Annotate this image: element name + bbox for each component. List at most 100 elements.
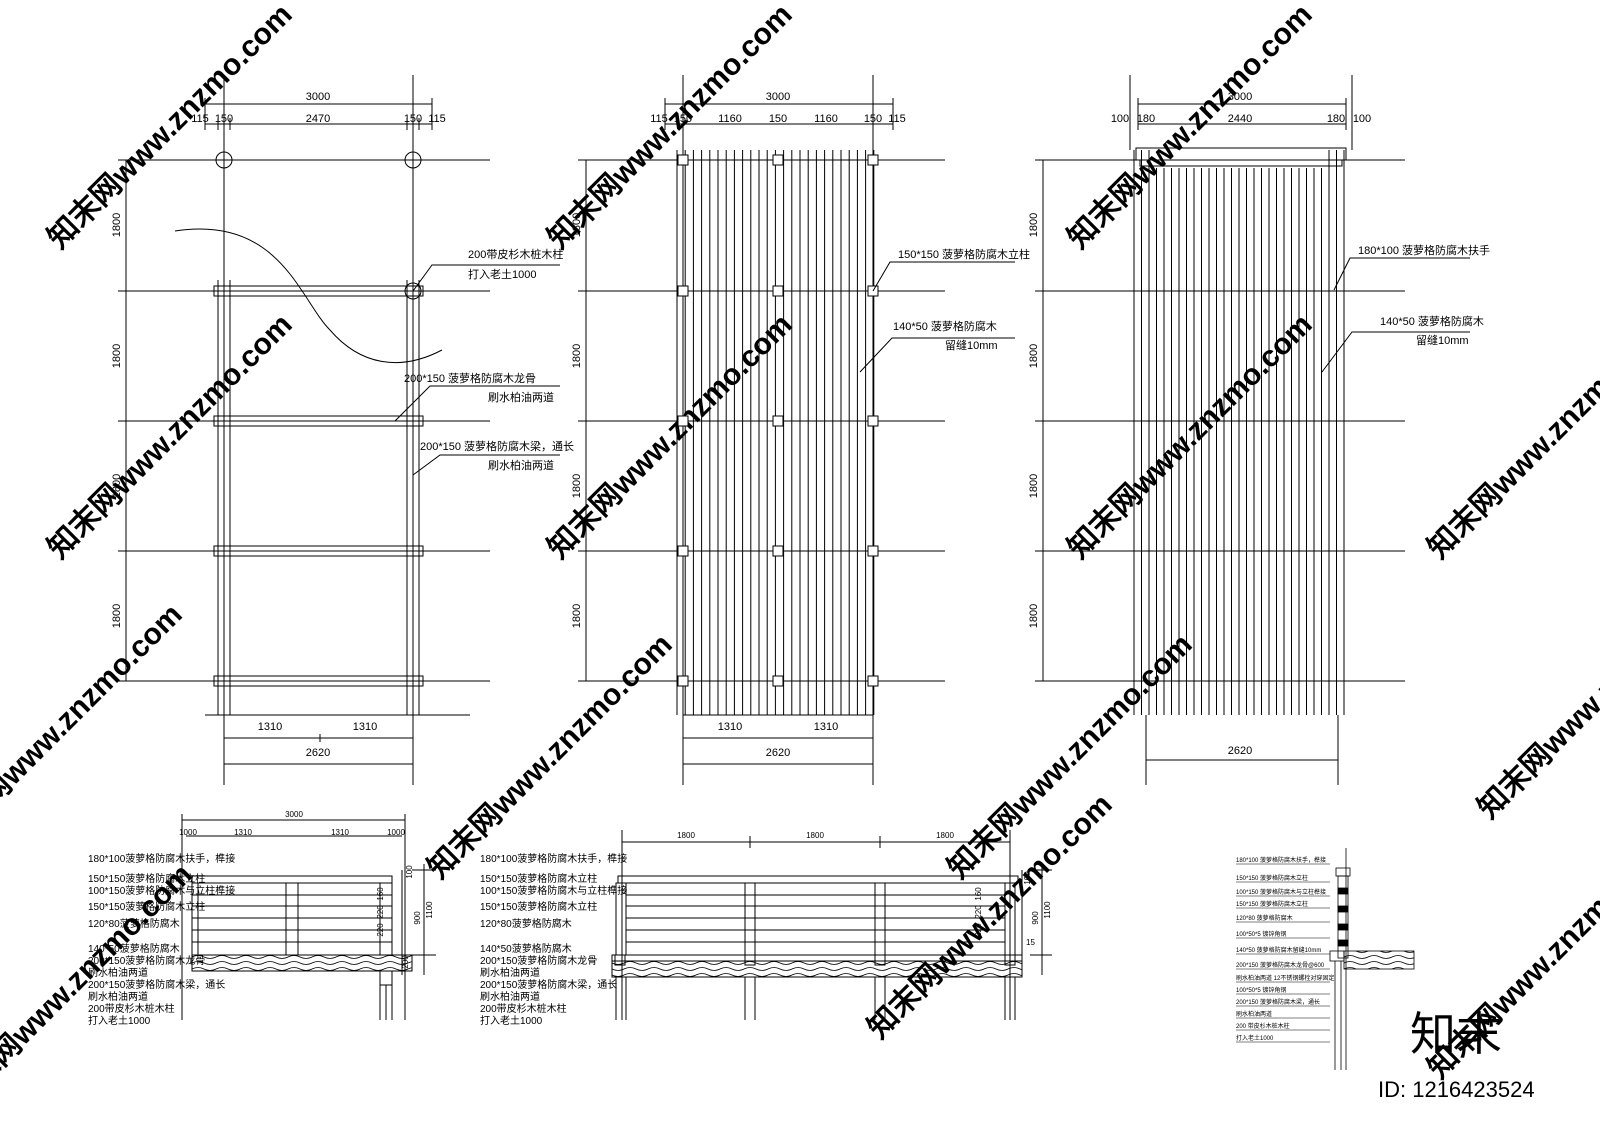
plan-a-dim-side: 1800	[111, 474, 123, 498]
watermark-text: 知末网www.znzmo.com	[42, 0, 299, 255]
watermark-text: 知末网www.znzmo.com	[1062, 308, 1319, 565]
elev-b-dim: 15	[1026, 938, 1035, 947]
plan-a-dim-side: 1800	[111, 213, 123, 237]
section-label: 打入老土1000	[1236, 1034, 1274, 1042]
plan-a-note: 刷水柏油两道	[488, 390, 554, 404]
elev-b-label: 150*150菠萝格防腐木立柱	[480, 872, 597, 885]
plan-c-dim-side: 1800	[1028, 474, 1040, 498]
plan-a-note: 200*150 菠萝格防腐木梁，通长	[420, 439, 574, 453]
plan-a-note: 刷水柏油两道	[488, 458, 554, 472]
plan-c-dim: 100	[1111, 113, 1129, 125]
plan-a-dim: 150	[215, 113, 233, 125]
plan-b-dim: 150	[674, 113, 692, 125]
watermark-text: 知末网www.znzmo.com	[1062, 0, 1319, 255]
plan-b-note: 留缝10mm	[945, 338, 998, 352]
elev-a-label: 100*150菠萝格防腐木与立柱榫接	[88, 884, 235, 897]
elevation-b-labels: 1800 1800 1800 100 1100 900 15 160 220 2…	[480, 831, 1052, 1027]
elev-b-dim: 1100	[1043, 901, 1052, 919]
elev-a-label: 120*80菠萝格防腐木	[88, 917, 180, 930]
plan-b-dim-side: 1800	[571, 604, 583, 628]
elev-b-label: 120*80菠萝格防腐木	[480, 917, 572, 930]
section-detail-structure	[1329, 848, 1415, 1070]
plan-b-dim-bottom: 1310	[718, 721, 742, 733]
plan-b-post	[677, 415, 689, 427]
elev-b-dim: 220	[974, 905, 983, 919]
plan-a-dim: 115	[191, 113, 209, 125]
brand-mark: 知末	[1410, 1008, 1502, 1060]
plan-b-note: 140*50 菠萝格防腐木	[893, 319, 997, 333]
elevation-a-labels: 3000 1000 1310 1310 1000 100 1100 900 20…	[88, 810, 434, 1027]
plan-a-dim-side: 1800	[111, 344, 123, 368]
elev-a-dim: 200	[401, 955, 410, 969]
plan-b-post	[677, 545, 689, 557]
plan-a-labels: 3000 115 150 2470 150 115 1800 1800 1800…	[111, 91, 574, 759]
plan-b-post	[772, 285, 784, 297]
plan-b-dim: 115	[650, 113, 668, 125]
plan-c-note: 140*50 菠萝格防腐木	[1380, 314, 1484, 328]
elev-a-label: 刷水柏油两道	[88, 966, 148, 979]
plan-b-labels: 3000 115 150 1160 150 1160 150 115 1800 …	[571, 91, 1030, 759]
section-label: 100*50*5 镀锌角钢	[1236, 930, 1286, 938]
elev-b-label: 100*150菠萝格防腐木与立柱榫接	[480, 884, 627, 897]
plan-b-dim-side: 1800	[571, 474, 583, 498]
plan-b-post	[772, 154, 784, 166]
elevation-a-structure	[181, 814, 436, 1020]
plan-b-structure	[578, 75, 1015, 785]
elev-b-label: 200带皮杉木桩木柱	[480, 1002, 567, 1015]
section-label: 150*150 菠萝格防腐木立柱	[1236, 874, 1308, 882]
section-label: 刷水柏油两道	[1236, 1010, 1272, 1018]
plan-c-note: 留缝10mm	[1416, 333, 1469, 347]
plan-c-labels: 3000 100 180 2440 180 100 1800 1800 1800…	[1028, 91, 1490, 757]
plan-c-dim: 2440	[1228, 113, 1252, 125]
elev-b-dim: 220	[974, 923, 983, 937]
watermark-text: 知末网www.znzmo.com	[1472, 568, 1600, 825]
elev-b-label: 200*150菠萝格防腐木龙骨	[480, 954, 597, 967]
elev-b-label: 140*50菠萝格防腐木	[480, 942, 572, 955]
elev-b-label: 180*100菠萝格防腐木扶手，榫接	[480, 852, 627, 865]
elev-a-dim: 220	[376, 923, 385, 937]
plan-b-dim-side: 1800	[571, 213, 583, 237]
plan-c-dim-total: 3000	[1228, 91, 1252, 103]
plan-b-dim: 1160	[814, 113, 838, 125]
plan-a-dim: 2470	[306, 113, 330, 125]
plan-a-note: 200带皮杉木桩木柱	[468, 247, 563, 261]
plan-b-note: 150*150 菠萝格防腐木立柱	[898, 247, 1030, 261]
elev-a-label: 140*50菠萝格防腐木	[88, 942, 180, 955]
plan-a-note: 打入老土1000	[468, 267, 536, 281]
elev-a-label: 打入老土1000	[88, 1014, 151, 1027]
elev-a-dim: 3000	[285, 810, 303, 819]
plan-a-dim: 150	[404, 113, 422, 125]
elev-a-label: 150*150菠萝格防腐木立柱	[88, 900, 205, 913]
section-label: 120*80 菠萝格防腐木	[1236, 914, 1293, 922]
plan-b-dim-total: 3000	[766, 91, 790, 103]
plan-b-post	[677, 675, 689, 687]
plan-b-dim: 1160	[718, 113, 742, 125]
plan-b-dim-bottom: 1310	[814, 721, 838, 733]
plan-a-dim-total: 3000	[306, 91, 330, 103]
plan-b-dim: 150	[769, 113, 787, 125]
plan-b-dim: 150	[864, 113, 882, 125]
elev-b-dim: 100	[1023, 871, 1032, 885]
plan-a-dim-side: 1800	[111, 604, 123, 628]
section-label: 200*150 菠萝格防腐木梁，通长	[1236, 998, 1320, 1006]
elev-b-label: 刷水柏油两道	[480, 990, 540, 1003]
elev-a-label: 200带皮杉木桩木柱	[88, 1002, 175, 1015]
plan-a-dim: 115	[428, 113, 446, 125]
plan-b-dim-bottom: 2620	[766, 747, 790, 759]
elev-a-dim: 900	[413, 911, 422, 925]
elev-a-dim: 220	[376, 905, 385, 919]
elev-b-dim: 1800	[806, 831, 824, 840]
plan-b-post	[677, 154, 689, 166]
watermark-text: 知末网www.znzmo.com	[0, 598, 189, 855]
section-label: 180*100 菠萝格防腐木扶手，榫接	[1236, 856, 1326, 864]
elev-b-label: 打入老土1000	[480, 1014, 543, 1027]
elev-b-dim: 1800	[936, 831, 954, 840]
elev-b-dim: 900	[1031, 911, 1040, 925]
elev-b-label: 刷水柏油两道	[480, 966, 540, 979]
plan-b-post	[867, 415, 879, 427]
plan-b-post	[772, 415, 784, 427]
watermark-text: 知末网www.znzmo.com	[42, 308, 299, 565]
elev-a-label: 180*100菠萝格防腐木扶手，榫接	[88, 852, 235, 865]
section-leaders	[1236, 863, 1330, 1043]
